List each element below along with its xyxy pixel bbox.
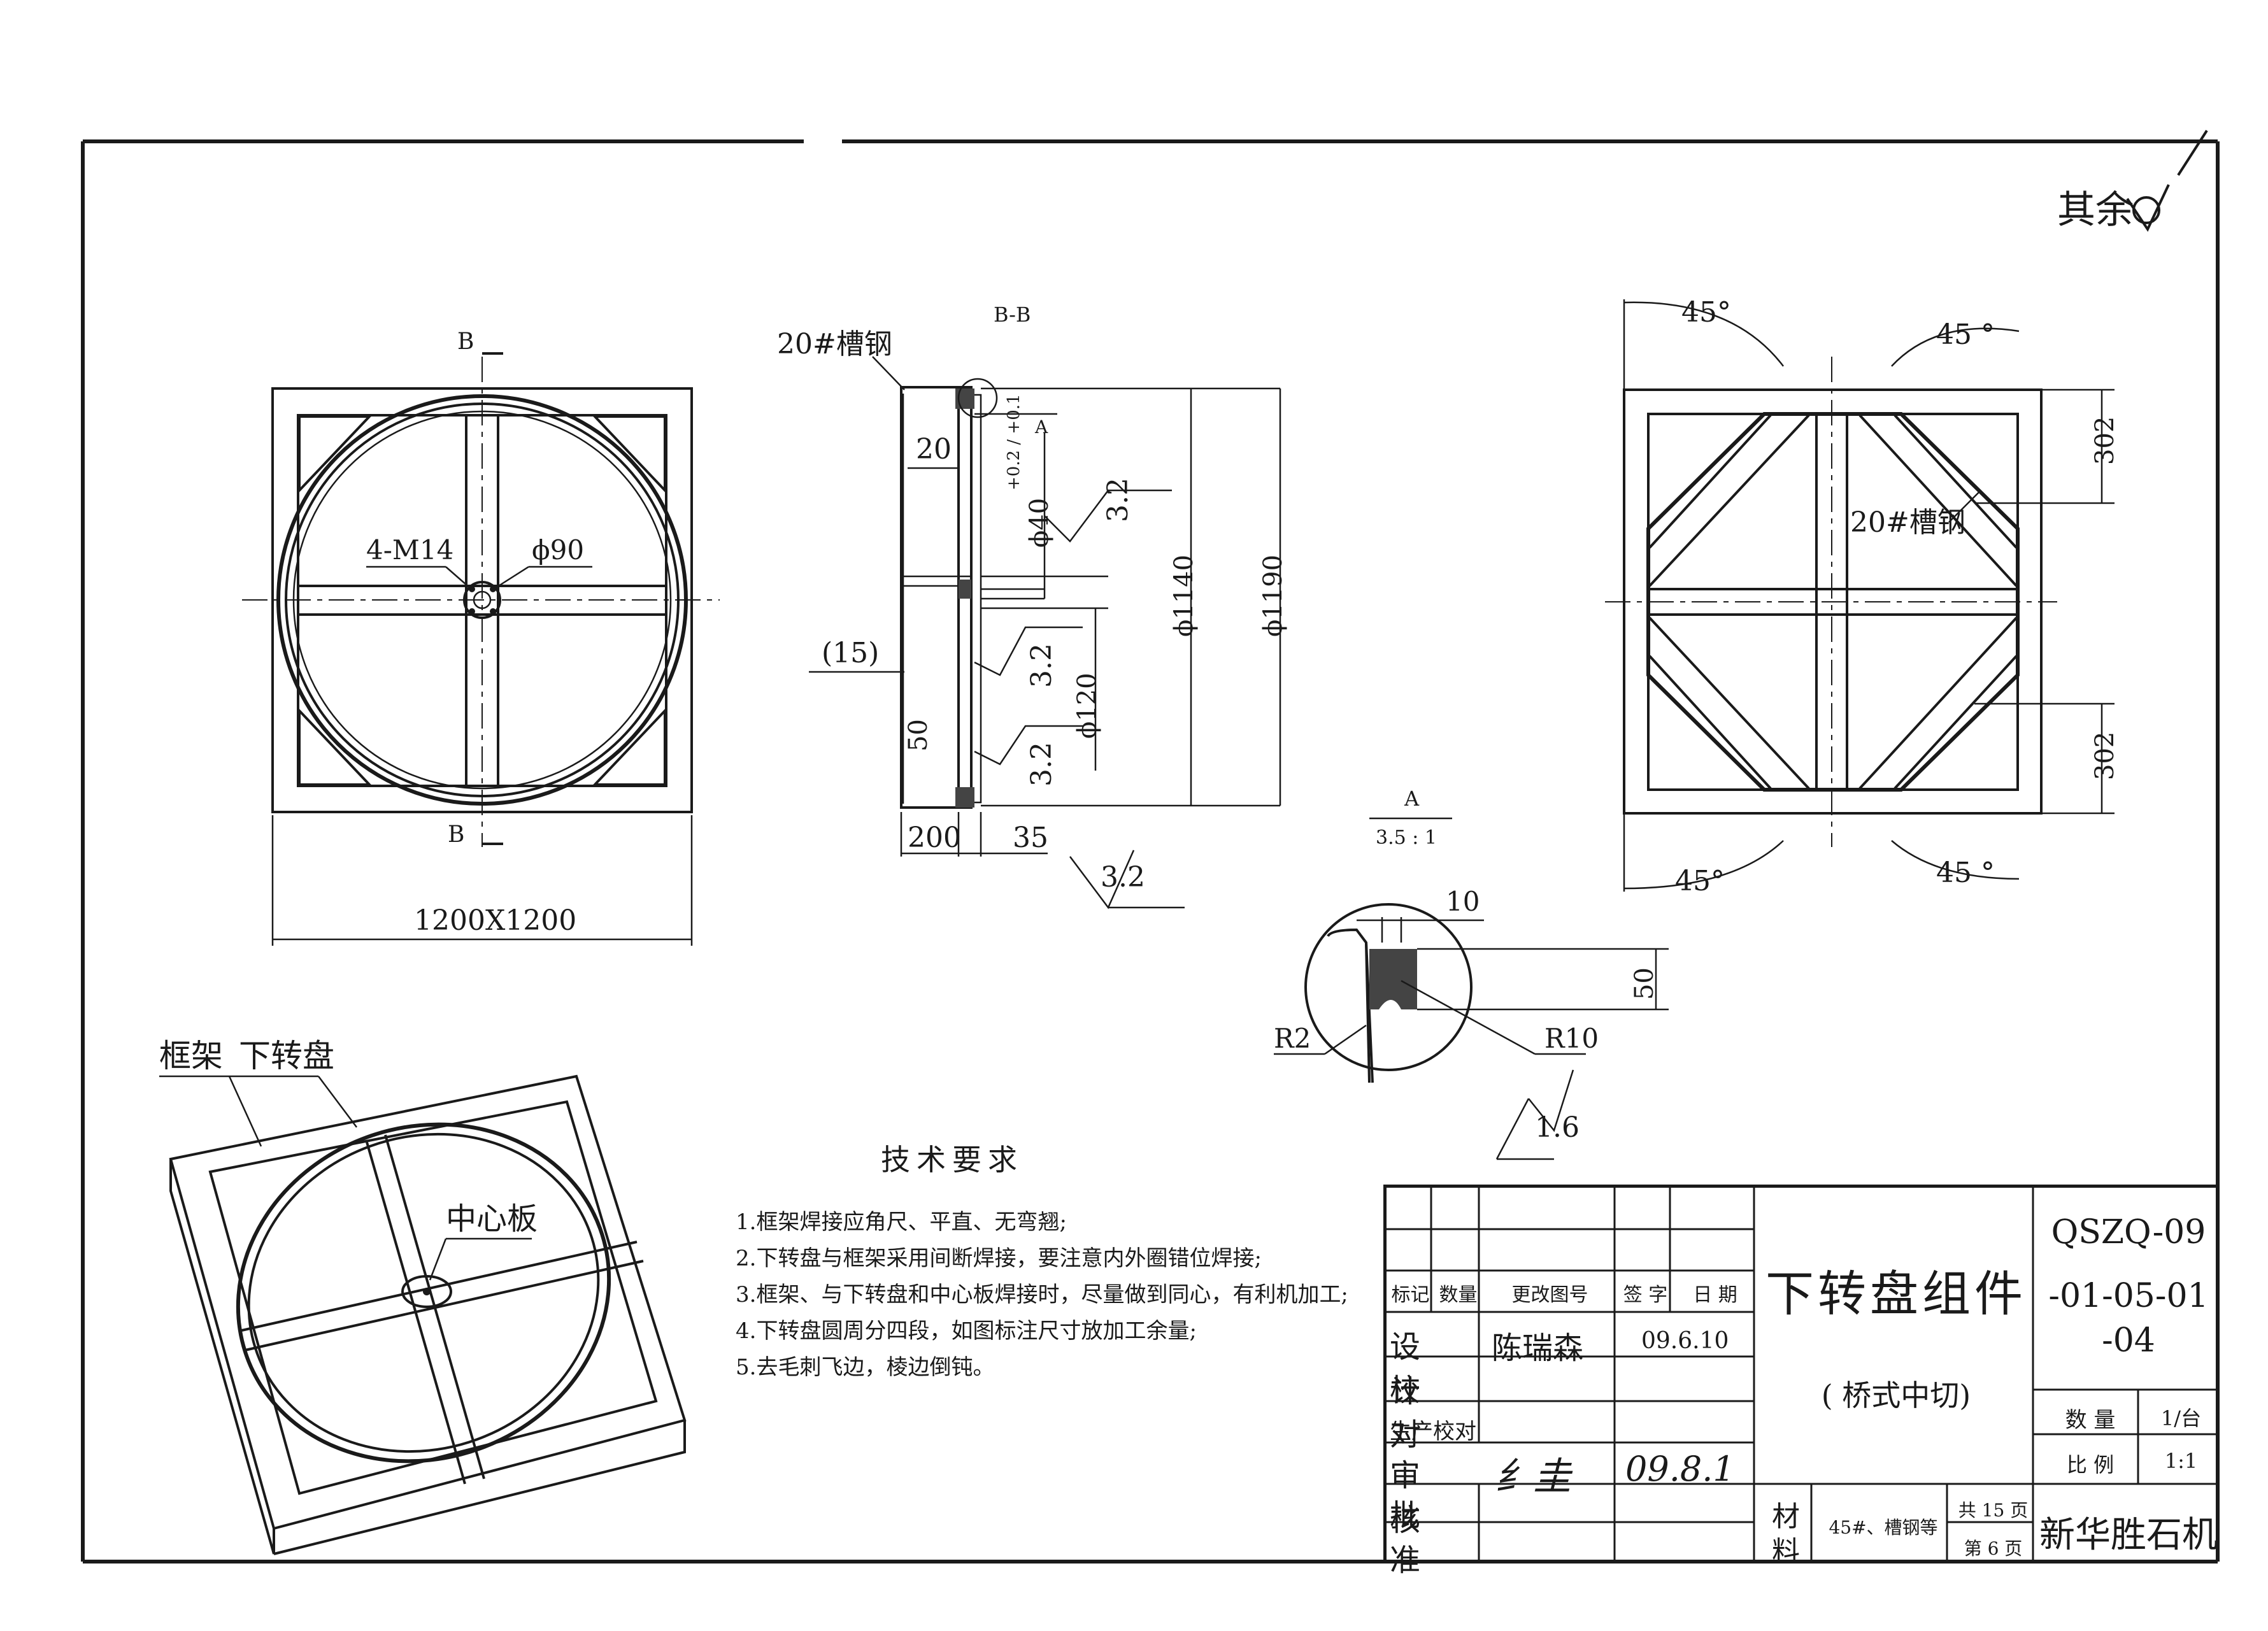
plan-channel-label: 20#槽钢 xyxy=(1850,506,1965,539)
overall-size-label: 1200X1200 xyxy=(414,904,576,937)
detail-r10: R10 xyxy=(1544,1023,1599,1054)
tb-header-sign: 签 字 xyxy=(1623,1284,1668,1306)
dim-120: ϕ120 xyxy=(1073,673,1102,739)
tb-scale-label: 比 例 xyxy=(2066,1453,2115,1477)
angle-br: 45 ° xyxy=(1936,857,1995,889)
tb-name-design: 陈瑞森 xyxy=(1492,1330,1584,1366)
angle-tl: 45° xyxy=(1681,296,1731,329)
roughness-check-icon xyxy=(2126,184,2170,232)
title-block: 标记 数量 更改图号 签 字 日 期 设 计 陈瑞森 09.6.10 校 对 生… xyxy=(1383,1185,2218,1578)
tb-material-label: 材 xyxy=(1772,1500,1800,1533)
tb-role-approve: 批 准 xyxy=(1390,1498,1429,1578)
dim-20: 20 xyxy=(916,433,952,466)
plan-view: 45° 45 ° 45° 45 ° 302 302 20#槽钢 xyxy=(1605,296,2120,897)
section-mark-top: B xyxy=(457,329,474,355)
detail-dim-50: 50 xyxy=(1630,967,1659,1000)
tech-item: 1.框架焊接应角尺、平直、无弯翘; xyxy=(736,1209,1067,1235)
iso-label-disc: 下转盘 xyxy=(239,1037,334,1074)
tb-material-value: 45#、槽钢等 xyxy=(1829,1517,1938,1538)
tech-title: 技术要求 xyxy=(881,1143,1023,1177)
dim-302-bottom: 302 xyxy=(2090,732,2120,780)
angle-bl: 45° xyxy=(1675,865,1725,897)
tb-date-design: 09.6.10 xyxy=(1641,1328,1729,1354)
tb-header-change: 更改图号 xyxy=(1511,1284,1588,1306)
tb-scale-value: 1:1 xyxy=(2164,1449,2198,1473)
title-block-grid xyxy=(1383,1185,2218,1562)
sheet-border xyxy=(81,129,2220,1563)
tb-company: 新华胜石机 xyxy=(2039,1514,2218,1556)
dim-1190: ϕ1190 xyxy=(1259,555,1288,637)
tb-drawing-no-3: -04 xyxy=(2102,1321,2155,1360)
tech-item: 5.去毛刺飞边，棱边倒钝。 xyxy=(736,1355,995,1380)
tb-header-mark: 标记 xyxy=(1391,1284,1430,1306)
tb-role-review: 审 核 xyxy=(1390,1458,1429,1538)
iso-label-frame: 框架 xyxy=(159,1037,223,1074)
center-dia-label: ϕ90 xyxy=(532,534,584,566)
tb-material-label-2: 料 xyxy=(1772,1535,1800,1568)
tech-item: 3.框架、与下转盘和中心板焊接时，尽量做到同心，有利机加工; xyxy=(736,1282,1348,1307)
tech-requirements: 技术要求 1.框架焊接应角尺、平直、无弯翘; 2.下转盘与框架采用间断焊接，要注… xyxy=(736,1137,1360,1386)
tb-role-prodcheck: 生产校对 xyxy=(1390,1419,1476,1444)
tb-header-qty: 数量 xyxy=(1439,1284,1478,1306)
dim-tol: +0.2 / +0.1 xyxy=(1004,394,1023,490)
surface-finish-note: 其余 xyxy=(2057,184,2170,232)
detail-title: A xyxy=(1404,787,1420,811)
tech-item: 4.下转盘圆周分四段，如图标注尺寸放加工余量; xyxy=(736,1318,1197,1344)
dim-50: 50 xyxy=(904,719,933,751)
tb-qty-value: 1/台 xyxy=(2160,1406,2202,1430)
tb-date-review: 09.8.1 xyxy=(1625,1449,1735,1489)
section-view: B-B 20#槽钢 A ϕ1140 ϕ1190 ϕ40 +0.2 / +0.1 … xyxy=(777,303,1288,909)
detail-scale: 3.5 : 1 xyxy=(1376,827,1437,849)
detail-view: A 3.5 : 1 10 50 R2 R10 1.6 xyxy=(1274,787,1669,1160)
dim-15: (15) xyxy=(822,637,879,669)
svg-text:其余: 其余 xyxy=(2057,188,2134,232)
iso-view: 框架 下转盘 中心板 xyxy=(159,1037,687,1555)
roughness-4: 3.2 xyxy=(1101,861,1145,894)
tb-role-design: 设 计 xyxy=(1390,1329,1429,1409)
section-mark-bottom: B xyxy=(448,822,464,848)
tb-page-no: 第 6 页 xyxy=(1964,1538,2023,1559)
roughness-3: 3.2 xyxy=(1025,742,1058,787)
tb-drawing-no-2: -01-05-01 xyxy=(2048,1277,2209,1315)
tb-total-pages: 共 15 页 xyxy=(1958,1500,2029,1521)
tb-header-date: 日 期 xyxy=(1693,1284,1737,1306)
dim-1140: ϕ1140 xyxy=(1169,555,1199,637)
tb-part-name: 下转盘组件 xyxy=(1765,1265,2027,1322)
detail-r2: R2 xyxy=(1274,1023,1311,1054)
tb-drawing-no-1: QSZQ-09 xyxy=(2051,1213,2206,1251)
dim-35: 35 xyxy=(1013,822,1048,854)
tech-item: 2.下转盘与框架采用间断焊接，要注意内外圈错位焊接; xyxy=(736,1246,1262,1271)
roughness-1: 3.2 xyxy=(1102,478,1134,522)
roughness-2: 3.2 xyxy=(1025,643,1058,688)
dim-200: 200 xyxy=(908,822,961,854)
iso-label-center: 中心板 xyxy=(446,1201,538,1237)
angle-tr: 45 ° xyxy=(1936,318,1995,351)
detail-ref: A xyxy=(1034,417,1048,438)
detail-roughness: 1.6 xyxy=(1535,1111,1580,1144)
channel-label: 20#槽钢 xyxy=(777,328,892,360)
front-view: B B 4-M14 ϕ90 1200X1200 xyxy=(242,329,720,946)
dim-40: ϕ40 xyxy=(1025,498,1054,548)
tb-role-check: 校 对 xyxy=(1390,1372,1429,1453)
tb-subtitle: ( 桥式中切) xyxy=(1821,1378,1971,1413)
section-title: B-B xyxy=(994,303,1031,327)
detail-dim-10: 10 xyxy=(1446,886,1480,917)
hole-label: 4-M14 xyxy=(366,534,453,566)
dim-302-top: 302 xyxy=(2090,417,2120,465)
tb-name-review: 纟圭 xyxy=(1495,1455,1571,1499)
tb-qty-label: 数 量 xyxy=(2065,1407,2116,1433)
